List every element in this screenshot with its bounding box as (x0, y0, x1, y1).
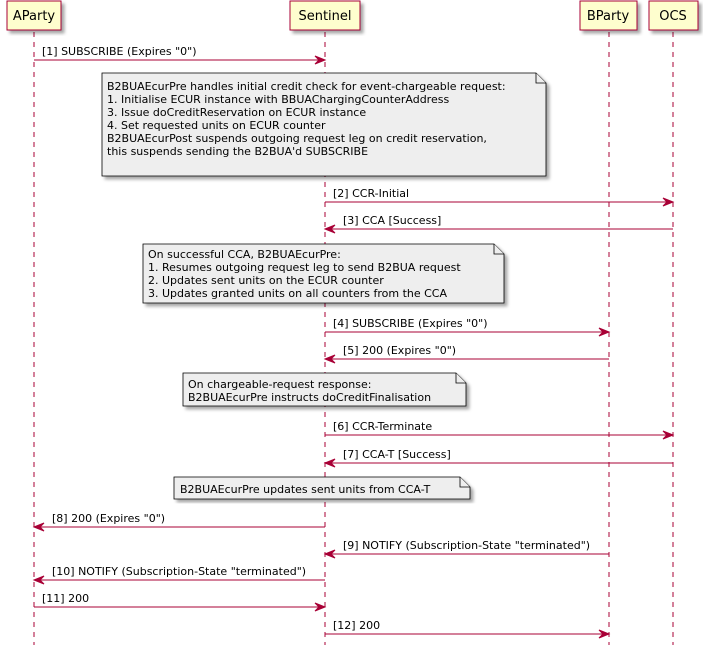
note-line: B2BUAEcurPre updates sent units from CCA… (180, 483, 431, 496)
message-7: [7] CCA-T [Success] (323, 448, 673, 468)
message-arrowhead (32, 575, 45, 585)
message-arrowhead (662, 430, 675, 440)
participant-sentinel-label: Sentinel (298, 9, 351, 24)
participant-bparty: BParty (579, 0, 638, 31)
note-line: B2BUAEcurPre handles initial credit chec… (107, 80, 506, 93)
svg-text:B2BUAEcurPre updates sent unit: B2BUAEcurPre updates sent units from CCA… (180, 483, 431, 496)
note-line: 2. Updates sent units on the ECUR counte… (148, 274, 384, 287)
message-arrowhead (314, 602, 327, 612)
message-6: [6] CCR-Terminate (325, 420, 675, 440)
message-11: [11] 200 (34, 592, 327, 612)
note-initial-credit-check: B2BUAEcurPre handles initial credit chec… (101, 72, 547, 177)
note-line: 4. Set requested units on ECUR counter (107, 119, 326, 132)
note-line: 3. Issue doCreditReservation on ECUR ins… (107, 106, 366, 119)
note-successful-cca: On successful CCA, B2BUAEcurPre: 1. Resu… (142, 243, 505, 304)
note-line: this suspends sending the B2BUA'd SUBSCR… (107, 145, 368, 158)
message-label: [8] 200 (Expires "0") (52, 512, 165, 525)
message-arrowhead (598, 327, 611, 337)
message-arrowhead (598, 629, 611, 639)
note-line: B2BUAEcurPost suspends outgoing request … (107, 132, 487, 145)
message-arrowhead (323, 549, 336, 559)
note-line: B2BUAEcurPre instructs doCreditFinalisat… (188, 391, 431, 404)
message-arrowhead (323, 224, 336, 234)
message-arrowhead (32, 522, 45, 532)
message-label: [11] 200 (42, 592, 89, 605)
participant-aparty: AParty (6, 0, 62, 31)
message-4: [4] SUBSCRIBE (Expires "0") (325, 317, 611, 337)
message-label: [7] CCA-T [Success] (343, 448, 451, 461)
participant-sentinel: Sentinel (289, 0, 361, 31)
message-label: [6] CCR-Terminate (333, 420, 432, 433)
note-line: 3. Updates granted units on all counters… (148, 287, 447, 300)
message-label: [3] CCA [Success] (343, 214, 441, 227)
message-5: [5] 200 (Expires "0") (323, 344, 609, 364)
note-line: On chargeable-request response: (188, 378, 371, 391)
svg-text:On chargeable-request response: On chargeable-request response: B2BUAEcu… (188, 378, 431, 404)
message-1: [1] SUBSCRIBE (Expires "0") (34, 45, 327, 65)
note-line: 1. Initialise ECUR instance with BBUACha… (107, 93, 449, 106)
participant-bparty-label: BParty (587, 9, 630, 24)
message-arrowhead (323, 354, 336, 364)
message-label: [12] 200 (333, 619, 380, 632)
svg-text:On successful CCA, B2BUAEcurPr: On successful CCA, B2BUAEcurPre: 1. Resu… (148, 248, 464, 300)
message-8: [8] 200 (Expires "0") (32, 512, 325, 532)
note-chargeable-response: On chargeable-request response: B2BUAEcu… (182, 372, 467, 407)
message-arrowhead (323, 458, 336, 468)
message-3: [3] CCA [Success] (323, 214, 673, 234)
message-label: [10] NOTIFY (Subscription-State "termina… (52, 565, 306, 578)
note-line: On successful CCA, B2BUAEcurPre: (148, 248, 341, 261)
message-12: [12] 200 (325, 619, 611, 639)
svg-text:B2BUAEcurPre handles initial c: B2BUAEcurPre handles initial credit chec… (107, 80, 509, 158)
message-2: [2] CCR-Initial (325, 187, 675, 207)
participant-ocs-label: OCS (659, 9, 687, 24)
message-label: [4] SUBSCRIBE (Expires "0") (333, 317, 487, 330)
messages: [1] SUBSCRIBE (Expires "0") [2] CCR-Initi… (32, 45, 675, 639)
message-label: [1] SUBSCRIBE (Expires "0") (42, 45, 196, 58)
message-label: [9] NOTIFY (Subscription-State "terminat… (343, 539, 590, 552)
message-arrowhead (662, 197, 675, 207)
message-label: [2] CCR-Initial (333, 187, 409, 200)
message-arrowhead (314, 55, 327, 65)
message-9: [9] NOTIFY (Subscription-State "terminat… (323, 539, 609, 559)
participant-ocs: OCS (648, 0, 699, 31)
message-10: [10] NOTIFY (Subscription-State "termina… (32, 565, 325, 585)
participant-aparty-label: AParty (13, 9, 56, 24)
note-update-sent-units: B2BUAEcurPre updates sent units from CCA… (173, 476, 471, 500)
note-line: 1. Resumes outgoing request leg to send … (148, 261, 461, 274)
message-label: [5] 200 (Expires "0") (343, 344, 456, 357)
